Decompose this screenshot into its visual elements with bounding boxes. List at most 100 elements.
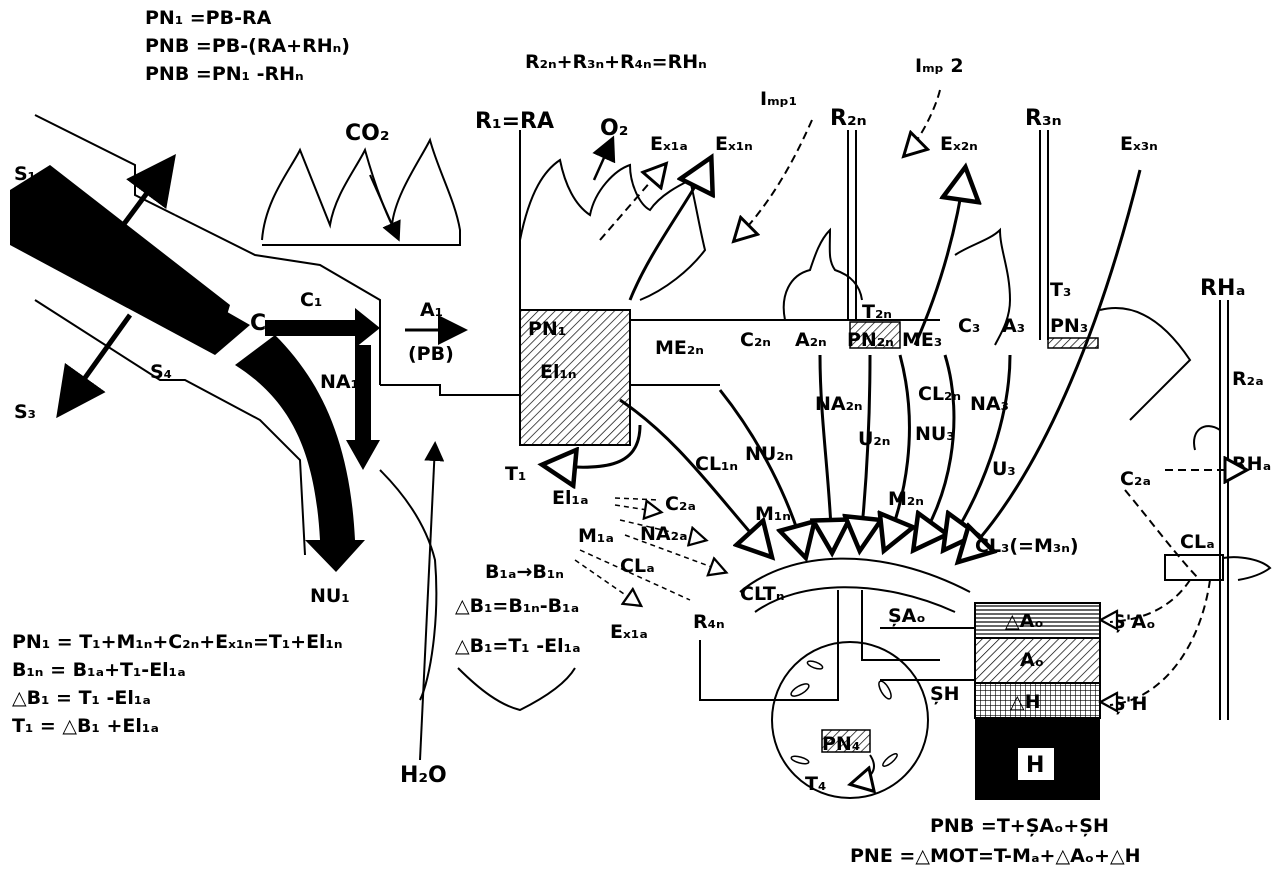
label-cla: CLₐ	[620, 555, 655, 577]
c2a-small-arrows	[615, 498, 660, 512]
label-h2o: H₂O	[400, 763, 447, 788]
hand-fingers	[1223, 557, 1270, 580]
imp2-arrow	[905, 90, 940, 155]
label-pb: (PB)	[408, 343, 454, 365]
label-ex3n: Eₓ₃ₙ	[1120, 133, 1158, 155]
equation-t1: T₁ = △B₁ +El₁ₐ	[12, 715, 159, 737]
r3n-pipe	[1040, 130, 1048, 340]
nu1-band	[235, 335, 355, 540]
label-el1n: El₁ₙ	[540, 361, 576, 383]
pn3-box	[1048, 338, 1098, 348]
label-s2: S₂	[140, 248, 162, 270]
label-a2n: A₂ₙ	[795, 329, 827, 351]
producer-turnover: T₁ El₁ₐ M₁ₐ C₂ₐ NA₂ₐ CLₐ Eₓ₁ₐ B₁ₐ→B₁ₙ △B…	[455, 425, 725, 710]
decomposer-particle	[791, 755, 810, 765]
equation-pnb-1: PNB =PB-(RA+RHₙ)	[145, 35, 350, 57]
label-na2a: NA₂ₐ	[640, 523, 688, 545]
na1-arrow	[346, 345, 380, 470]
label-u3: U₃	[992, 458, 1016, 480]
label-ao: Aₒ	[1020, 649, 1044, 671]
label-cla-right: CLₐ	[1180, 531, 1215, 553]
left-equations: PN₁ = T₁+M₁ₙ+C₂ₙ+Eₓ₁ₙ=T₁+El₁ₙ B₁ₙ = B₁ₐ+…	[12, 631, 343, 737]
label-imp2: Iₘₚ 2	[915, 55, 964, 77]
decomposer-particle	[881, 752, 899, 768]
sph-link	[1110, 580, 1210, 705]
label-co2: CO₂	[345, 121, 389, 146]
root-outline	[380, 385, 520, 395]
label-pn3: PN₃	[1050, 315, 1088, 337]
hand-rect	[1165, 555, 1223, 580]
label-me3: ME₃	[902, 329, 942, 351]
consumer-chain: ME₂ₙ C₂ₙ A₂ₙ PN₂ₙ ME₃ C₃ A₃ PN₃ T₂ₙ T₃ C…	[620, 170, 1190, 560]
soil-storage-stack: ȘAₒ ȘH △Aₒ Aₒ △H H Ș'Aₒ Ș'H	[880, 603, 1155, 800]
label-cl3: CL₃(=M₃ₙ)	[975, 535, 1079, 557]
human-harvest: R₂ₐ RHₐ C₂ₐ CLₐ	[1110, 368, 1271, 705]
label-s1: S₁	[14, 163, 36, 185]
label-sao: ȘAₒ	[888, 605, 926, 627]
label-nu3: NU₃	[915, 423, 955, 445]
harvested-rabbit	[1194, 426, 1220, 450]
label-db1-a: △B₁=B₁ₙ-B₁ₐ	[455, 595, 579, 617]
equation-pne: PNE =△MOT=T-Mₐ+△Aₒ+△H	[850, 845, 1140, 867]
co2-arrow	[370, 175, 398, 238]
label-db1-b: △B₁=T₁ -El₁ₐ	[455, 635, 581, 657]
na2n-arrow	[820, 355, 832, 550]
label-s4: S₄	[150, 361, 172, 383]
label-c3: C₃	[958, 315, 980, 337]
label-sh: ȘH	[930, 683, 960, 705]
s2-arrow	[118, 162, 170, 232]
label-m2n: M₂ₙ	[888, 488, 924, 510]
bottom-equations: PNB =T+ȘAₒ+ȘH PNE =△MOT=T-Mₐ+△Aₒ+△H	[850, 815, 1140, 867]
plant-leaves-left	[262, 140, 460, 245]
label-c2a: C₂ₐ	[665, 493, 696, 515]
decomposer-particle	[877, 679, 894, 700]
nu1-arrowhead	[305, 540, 365, 572]
equation-db1: △B₁ = T₁ -El₁ₐ	[12, 687, 151, 709]
label-s3: S₃	[14, 401, 36, 423]
label-na1: NA₁	[320, 371, 359, 393]
label-na2n: NA₂ₙ	[815, 393, 863, 415]
c1-arrow	[265, 308, 380, 348]
label-cltn: CLTₙ	[740, 583, 785, 605]
decomposer-particle	[806, 659, 823, 670]
label-h: H	[1026, 753, 1044, 778]
label-na3: NA₃	[970, 393, 1009, 415]
label-rha: RHₐ	[1200, 276, 1245, 301]
label-t4: T₄	[805, 773, 826, 795]
label-m1n: M₁ₙ	[755, 503, 791, 525]
rha-pipe	[1220, 300, 1228, 720]
label-c2a-right: C₂ₐ	[1120, 468, 1151, 490]
equation-pnb-2: PNB =PN₁ -RHₙ	[145, 63, 304, 85]
label-dao: △Aₒ	[1005, 610, 1044, 632]
sao-sh-channels	[880, 628, 975, 680]
label-ex1a: Eₓ₁ₐ	[650, 133, 688, 155]
top-equations: PN₁ =PB-RA PNB =PB-(RA+RHₙ) PNB =PN₁ -RH…	[145, 7, 707, 85]
label-imp1: Iₘₚ₁	[760, 88, 797, 110]
plant-leaves-right	[520, 160, 705, 300]
s3-arrow	[62, 315, 130, 410]
label-b1a-b1n: B₁ₐ→B₁ₙ	[485, 561, 564, 583]
label-me2n: ME₂ₙ	[655, 337, 704, 359]
equation-pn1: PN₁ =PB-RA	[145, 7, 272, 29]
label-ex2n: Eₓ₂ₙ	[940, 133, 978, 155]
label-t3: T₃	[1050, 279, 1071, 301]
label-cl2n: CL₂ₙ	[918, 383, 961, 405]
label-m1a: M₁ₐ	[578, 525, 614, 547]
label-nu2n: NU₂ₙ	[745, 443, 793, 465]
o2-arrow	[594, 140, 612, 180]
decomposer-particle	[789, 682, 810, 699]
label-c1: C₁	[300, 289, 322, 311]
label-r2n: R₂ₙ	[830, 106, 867, 131]
label-c2n: C₂ₙ	[740, 329, 771, 351]
label-t2n: T₂ₙ	[862, 301, 892, 323]
label-ex1n: Eₓ₁ₙ	[715, 133, 753, 155]
equation-pnb: PNB =T+ȘAₒ+ȘH	[930, 815, 1109, 837]
label-u2n: U₂ₙ	[858, 428, 890, 450]
label-nu1: NU₁	[310, 585, 350, 607]
solar-input-section: S₁ S₂ S₃ S₄ C₁ NU₁ C₁ NA₁ A₁ (PB)	[10, 115, 462, 607]
label-dh: △H	[1010, 691, 1041, 713]
u3-arrow	[960, 170, 1140, 560]
label-t1: T₁	[505, 463, 526, 485]
soil-circle	[772, 642, 928, 798]
